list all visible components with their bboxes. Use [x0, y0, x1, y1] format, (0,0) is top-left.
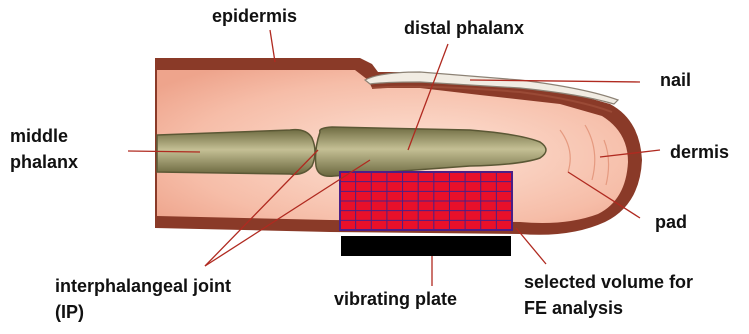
vibrating-plate-shape	[341, 236, 511, 256]
label-vibrating-plate: vibrating plate	[334, 289, 457, 309]
label-pad: pad	[655, 212, 687, 232]
label-ip-joint-2: (IP)	[55, 302, 84, 322]
label-middle-phalanx-2: phalanx	[10, 152, 78, 172]
label-nail: nail	[660, 70, 691, 90]
label-distal-phalanx: distal phalanx	[404, 18, 524, 38]
label-dermis: dermis	[670, 142, 729, 162]
label-epidermis: epidermis	[212, 6, 297, 26]
label-ip-joint-1: interphalangeal joint	[55, 276, 231, 296]
fe-mesh-volume	[340, 172, 512, 230]
label-fe-volume-2: FE analysis	[524, 298, 623, 318]
leader-epidermis	[270, 30, 275, 62]
label-middle-phalanx-1: middle	[10, 126, 68, 146]
label-fe-volume-1: selected volume for	[524, 272, 693, 292]
